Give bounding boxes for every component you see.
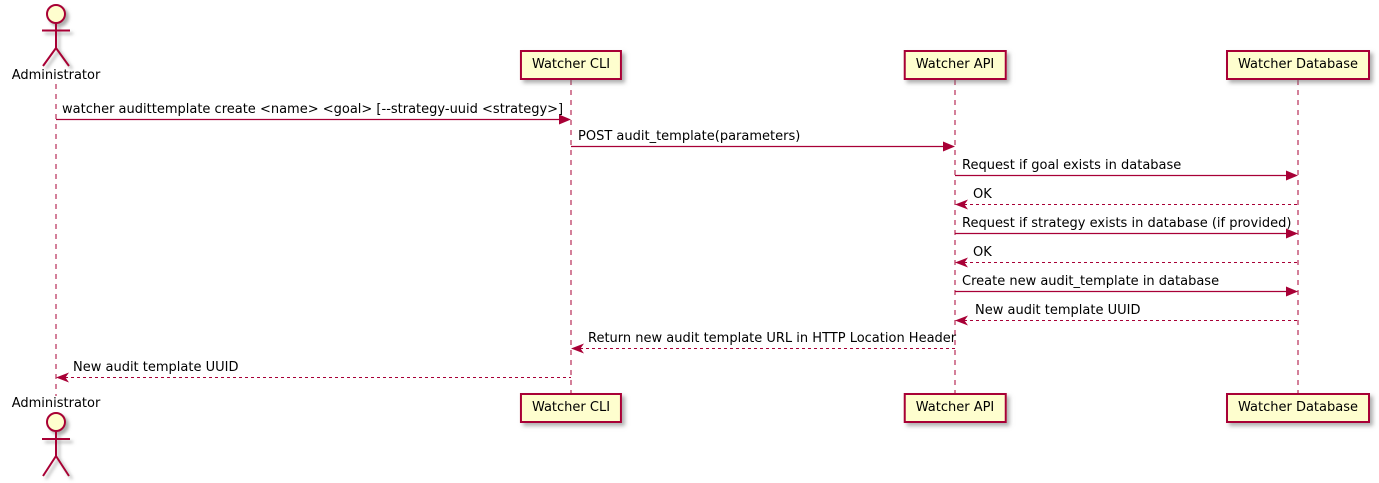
- participant-top-watcher-api: Watcher API: [903, 50, 1007, 80]
- message-label-3: Request if goal exists in database: [962, 158, 1182, 173]
- message-arrow-2: [571, 141, 955, 152]
- message-label-7: Create new audit_template in database: [962, 274, 1220, 289]
- message-arrow-10: [56, 372, 571, 383]
- participant-bottom-watcher-cli: Watcher CLI: [519, 393, 623, 423]
- message-label-2: POST audit_template(parameters): [578, 129, 801, 144]
- message-arrow-3: [955, 170, 1298, 181]
- actor-figure-top: [42, 4, 70, 67]
- participant-bottom-watcher-database: Watcher Database: [1226, 393, 1370, 423]
- message-arrow-5: [955, 228, 1298, 239]
- actor-label-administrator-top: Administrator: [11, 68, 101, 83]
- message-arrow-4: [955, 199, 1298, 210]
- message-label-4: OK: [973, 187, 992, 202]
- message-label-6: OK: [973, 245, 992, 260]
- message-label-10: New audit template UUID: [73, 360, 239, 375]
- message-label-1: watcher audittemplate create <name> <goa…: [62, 102, 564, 117]
- participant-bottom-watcher-api: Watcher API: [903, 393, 1007, 423]
- participant-top-watcher-cli: Watcher CLI: [519, 50, 623, 80]
- participant-top-watcher-database: Watcher Database: [1226, 50, 1370, 80]
- message-arrow-1: [56, 114, 571, 125]
- message-arrow-7: [955, 286, 1298, 297]
- message-label-5: Request if strategy exists in database (…: [962, 216, 1292, 231]
- message-arrow-8: [955, 315, 1298, 326]
- message-arrow-9: [571, 343, 955, 354]
- message-label-9: Return new audit template URL in HTTP Lo…: [588, 331, 957, 346]
- actor-figure-bottom: [42, 412, 70, 477]
- actor-label-administrator-bottom: Administrator: [11, 396, 101, 411]
- message-arrow-6: [955, 257, 1298, 268]
- message-label-8: New audit template UUID: [975, 303, 1141, 318]
